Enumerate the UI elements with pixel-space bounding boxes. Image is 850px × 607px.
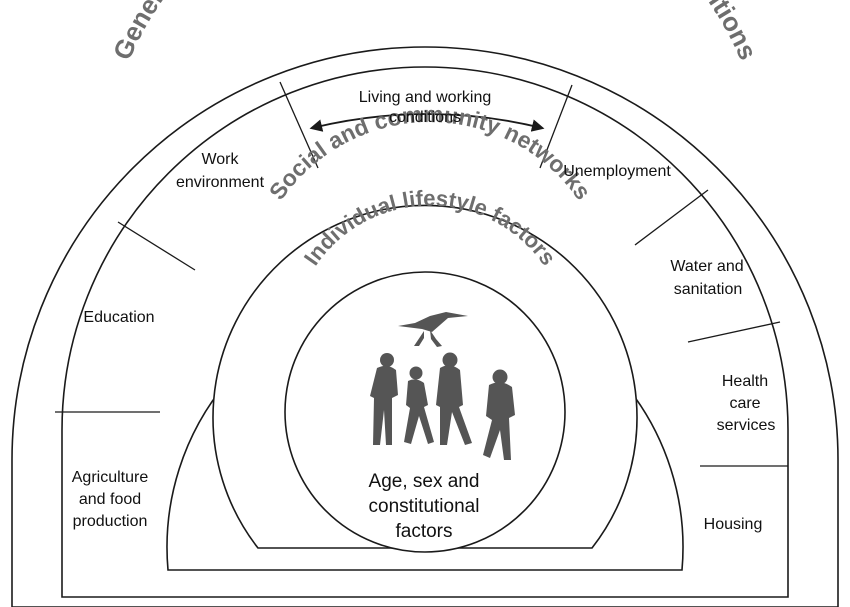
segment-label-line: production [73,513,148,530]
core-label-line: factors [395,521,452,542]
segment-label-line: Work [201,151,239,168]
segment-label-line: environment [176,174,265,191]
core-label-line: Age, sex and [369,471,480,492]
segment-label-line: Unemployment [563,163,671,180]
segment-label-line: Housing [704,516,763,533]
segment-water-sanitation: Water and sanitation [670,258,743,298]
segment-agriculture: Agriculture and food production [72,469,149,530]
segment-label-line: sanitation [674,281,743,298]
core-label-line: constitutional [369,496,480,517]
segment-label-line: Health [722,373,768,390]
segment-label-line: and food [79,491,141,508]
segment-label-line: Agriculture [72,469,149,486]
segment-health-care: Health care services [717,373,776,434]
pterosaur-icon [398,312,468,347]
divider-line [117,221,196,271]
segment-education: Education [83,309,154,326]
segment-living-working: Living and working conditions [359,89,492,126]
divider-line [634,189,709,246]
segment-label-line: Living and working [359,89,492,106]
core-label: Age, sex and constitutional factors [369,471,480,542]
segment-label-line: Education [83,309,154,326]
double-arrow-icon [309,113,545,132]
divider-line [687,321,781,343]
segment-housing: Housing [704,516,763,533]
segment-label-line: care [729,395,760,412]
divider-line [539,84,573,169]
segment-label-line: services [717,417,776,434]
segment-unemployment: Unemployment [563,163,671,180]
people-silhouettes-icon [370,352,515,460]
divider-line [279,81,319,169]
segment-label-line: Water and [670,258,743,275]
segment-label-line: conditions [389,109,461,126]
segment-work-environment: Work environment [176,151,265,191]
